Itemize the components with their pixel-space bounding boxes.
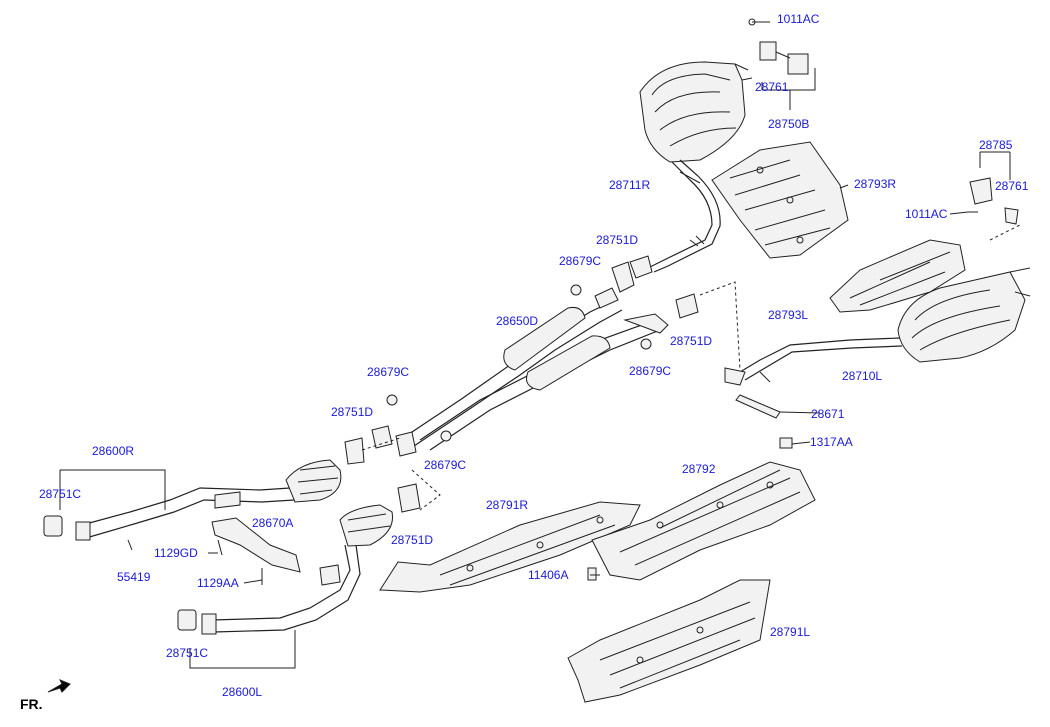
label-1129GD: 1129GD xyxy=(154,546,198,560)
dashed-guides xyxy=(361,224,1021,511)
label-1011AC-right: 1011AC xyxy=(905,207,948,221)
label-11406A: 11406A xyxy=(528,568,569,582)
bolt-11406A xyxy=(587,567,597,581)
heat-protector-28791R xyxy=(379,501,641,593)
label-1317AA: 1317AA xyxy=(810,435,853,449)
hanger-28750B xyxy=(748,18,816,110)
front-direction-arrow-icon xyxy=(47,679,71,693)
center-pipe-28650D xyxy=(399,287,669,451)
label-28751C-a: 28751C xyxy=(39,487,82,501)
gaskets xyxy=(344,255,699,513)
label-1129AA: 1129AA xyxy=(197,576,239,590)
bracket-28670A xyxy=(127,491,301,585)
label-28671: 28671 xyxy=(811,407,845,421)
label-28793L: 28793L xyxy=(768,308,809,322)
label-55419: 55419 xyxy=(117,570,151,584)
front-pipe-28600R xyxy=(43,459,342,541)
label-28761: 28761 xyxy=(755,80,789,94)
label-28751D-c: 28751D xyxy=(331,405,374,419)
label-28793R: 28793R xyxy=(854,177,897,191)
label-28751D-d: 28751D xyxy=(391,533,434,547)
label-28750B: 28750B xyxy=(768,117,810,131)
label-28650D: 28650D xyxy=(496,314,539,328)
rear-muffler-left xyxy=(724,267,1031,386)
label-28761-right: 28761 xyxy=(995,179,1029,193)
label-28679C-b: 28679C xyxy=(629,364,672,378)
label-28679C-a: 28679C xyxy=(559,254,602,268)
label-28679C-c: 28679C xyxy=(367,365,410,379)
front-direction-label: FR. xyxy=(20,696,43,712)
strap-28671 xyxy=(735,394,781,419)
label-28710L: 28710L xyxy=(842,369,883,383)
label-28600L: 28600L xyxy=(222,685,263,699)
label-1011AC: 1011AC xyxy=(777,12,820,26)
label-28679C-d: 28679C xyxy=(424,458,467,472)
heat-protector-28793R xyxy=(711,141,849,259)
label-28792: 28792 xyxy=(682,462,716,476)
hanger-28785 xyxy=(968,151,1019,225)
label-28751D-b: 28751D xyxy=(670,334,713,348)
tail-pipe-28711R xyxy=(647,159,721,273)
leader-lines xyxy=(59,89,969,669)
label-28785: 28785 xyxy=(979,138,1013,152)
label-28751D-a: 28751D xyxy=(596,233,639,247)
label-28711R: 28711R xyxy=(609,178,651,192)
nut-1317AA xyxy=(779,437,793,449)
label-28751C-b: 28751C xyxy=(166,646,209,660)
label-28791L: 28791L xyxy=(770,625,811,639)
label-28670A: 28670A xyxy=(252,516,294,530)
heat-protector-28793L xyxy=(829,239,966,313)
heat-protector-28792 xyxy=(591,461,816,581)
rear-muffler-right xyxy=(639,61,753,163)
label-28791R: 28791R xyxy=(486,498,529,512)
label-28600R: 28600R xyxy=(92,444,135,458)
front-pipe-28600L xyxy=(177,504,394,635)
heat-protector-28791L xyxy=(567,579,771,703)
